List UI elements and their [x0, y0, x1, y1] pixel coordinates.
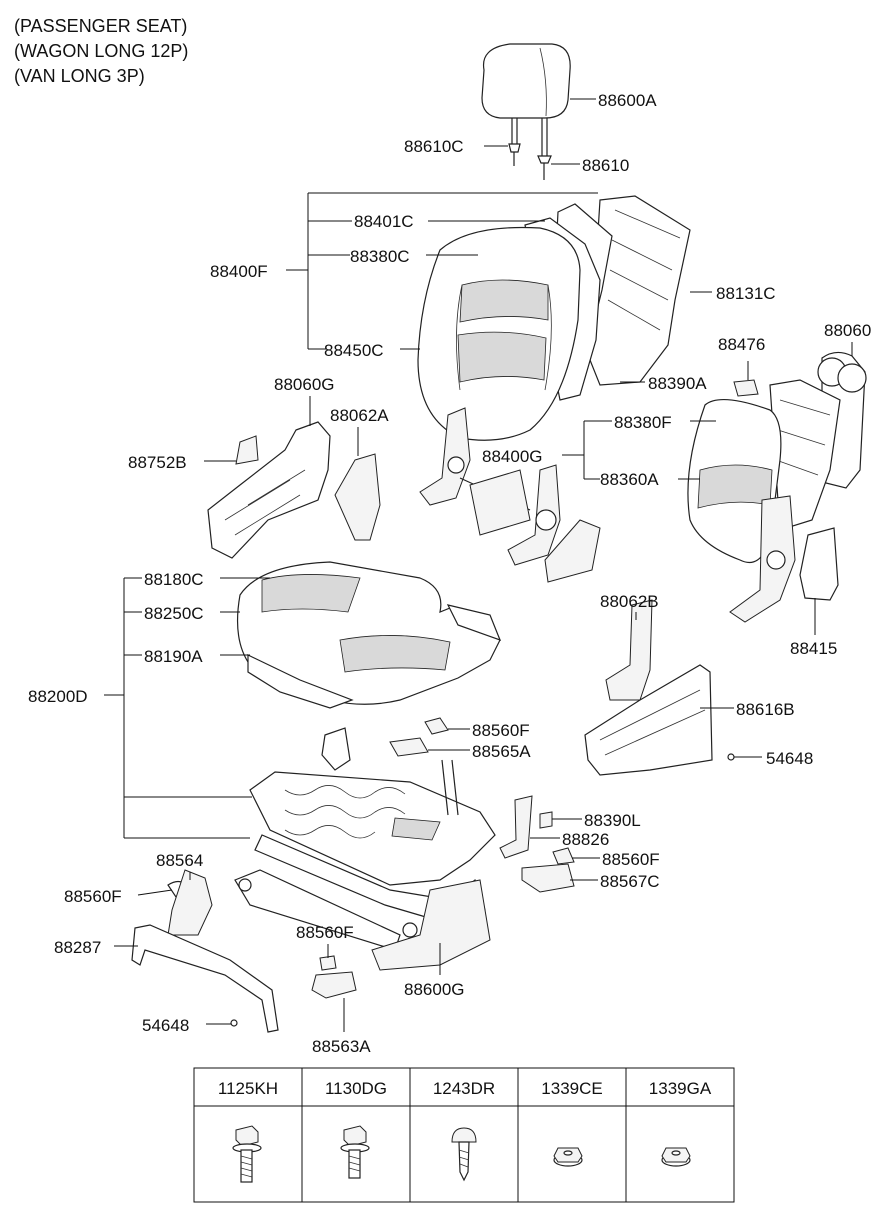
label-88190A: 88190A: [144, 647, 203, 666]
label-88180C: 88180C: [144, 570, 204, 589]
clip-illustrations: [167, 717, 735, 1027]
label-88450C: 88450C: [324, 341, 384, 360]
label-88616B: 88616B: [736, 700, 795, 719]
label-54648-a: 54648: [766, 749, 813, 768]
flange-nut-icon: [553, 1147, 583, 1167]
header-line-1: (PASSENGER SEAT): [14, 16, 187, 36]
label-88401C: 88401C: [354, 212, 414, 231]
label-88062B: 88062B: [600, 592, 659, 611]
label-88600A: 88600A: [598, 91, 657, 110]
label-88564: 88564: [156, 851, 203, 870]
table-header-1125KH: 1125KH: [218, 1079, 278, 1098]
label-88360A: 88360A: [600, 470, 659, 489]
side-seatback-illustration: [687, 351, 867, 623]
label-54648-b: 54648: [142, 1016, 189, 1035]
side-shield-illustration: [584, 599, 713, 776]
label-88476: 88476: [718, 335, 765, 354]
header-line-3: (VAN LONG 3P): [14, 66, 145, 86]
label-88131C: 88131C: [716, 284, 776, 303]
label-88600G: 88600G: [404, 980, 465, 999]
seat-frame-illustration: [234, 727, 496, 971]
label-88200D: 88200D: [28, 687, 88, 706]
diagram-header: (PASSENGER SEAT) (WAGON LONG 12P) (VAN L…: [14, 16, 188, 86]
label-88060G: 88060G: [274, 375, 335, 394]
side-cover-illustration: [207, 421, 381, 559]
label-88560F-c: 88560F: [64, 887, 122, 906]
label-88565A: 88565A: [472, 742, 531, 761]
label-88380C: 88380C: [350, 247, 410, 266]
label-88060: 88060: [824, 321, 871, 340]
label-88610C: 88610C: [404, 137, 464, 156]
table-header-1339CE: 1339CE: [541, 1079, 602, 1098]
table-header-1339GA: 1339GA: [649, 1079, 712, 1098]
tapping-screw-icon: [451, 1127, 477, 1182]
headrest-illustration: [481, 43, 571, 180]
label-88563A: 88563A: [312, 1037, 371, 1056]
fastener-table: 1125KH 1130DG 1243DR 1339CE 1339GA: [193, 1067, 735, 1203]
label-88560F-d: 88560F: [296, 923, 354, 942]
label-88400F: 88400F: [210, 262, 268, 281]
table-header-1130DG: 1130DG: [325, 1079, 387, 1098]
flange-nut-icon: [661, 1147, 691, 1167]
label-88390A: 88390A: [648, 374, 707, 393]
label-88390L: 88390L: [584, 811, 641, 830]
side-bar-illustration: [131, 924, 279, 1033]
leader-lines: [104, 98, 853, 1032]
label-88752B: 88752B: [128, 453, 187, 472]
label-88380F: 88380F: [614, 413, 672, 432]
label-88062A: 88062A: [330, 406, 389, 425]
label-88400G: 88400G: [482, 447, 543, 466]
seat-cushion-illustration: [236, 561, 502, 709]
label-88415: 88415: [790, 639, 837, 658]
flange-bolt-icon: [232, 1125, 262, 1183]
part-labels: 88600A 88610C 88610 88401C 88380C 88400F…: [28, 91, 871, 1056]
label-88610: 88610: [582, 156, 629, 175]
flange-bolt-icon: [340, 1125, 370, 1179]
table-header-1243DR: 1243DR: [433, 1079, 495, 1098]
label-88250C: 88250C: [144, 604, 204, 623]
label-88560F-b: 88560F: [602, 850, 660, 869]
label-88567C: 88567C: [600, 872, 660, 891]
seatback-illustration: [417, 195, 691, 583]
label-88560F-a: 88560F: [472, 721, 530, 740]
label-88826: 88826: [562, 830, 609, 849]
header-line-2: (WAGON LONG 12P): [14, 41, 188, 61]
label-88287: 88287: [54, 938, 101, 957]
